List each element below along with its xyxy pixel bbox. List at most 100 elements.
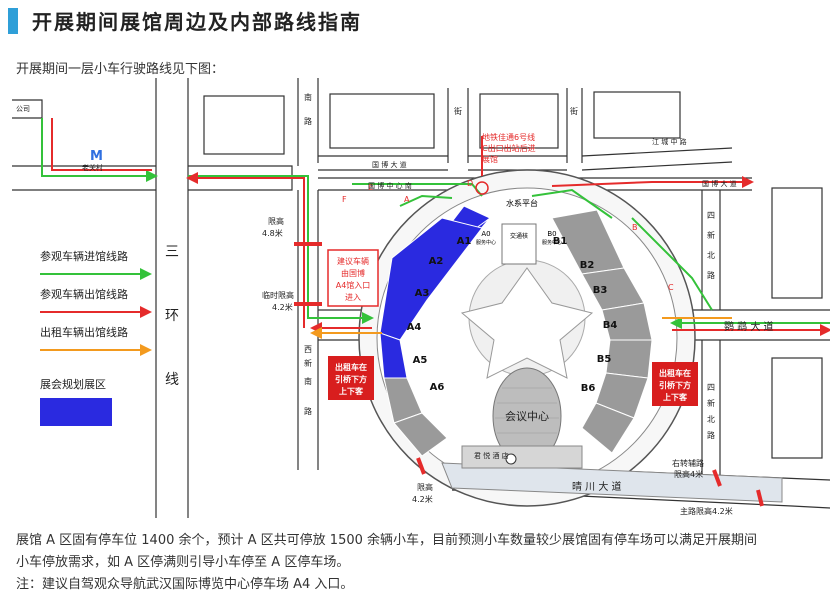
sixin-road-label: 路: [707, 430, 715, 440]
gate-letter: C: [668, 283, 674, 292]
sixin-road-label: 四: [707, 211, 715, 220]
footer-line: 小车停放需求，如 A 区停满则引导小车停至 A 区停车场。: [16, 555, 350, 570]
hotel-label: 君 悦 酒 店: [474, 451, 509, 460]
venue-route-map: 会议中心 A1 A2 A3 A4 A5 A6 B1 B2 B3 B4 B5 B6…: [12, 78, 832, 518]
qingchuan-road-label: 晴 川 大 道: [572, 480, 622, 493]
suggest-line: 由国博: [341, 268, 365, 278]
guobo-road-label: 国 博 大 道: [372, 160, 407, 169]
hall-label: A3: [415, 288, 430, 299]
intro-text: 开展期间一层小车行驶路线见下图：: [16, 62, 225, 77]
metro-letter: M: [90, 149, 103, 164]
traffic-core-label: 交通核: [510, 232, 528, 240]
hall-label: B1: [553, 236, 568, 247]
taxi-line: 出租车在: [659, 368, 691, 378]
entry-routes: [41, 118, 830, 329]
legend-taxi-label: 出租车辆出馆线路: [40, 325, 128, 339]
service-centers: 交通核 A0 服务中心 B0 服务中心: [476, 223, 562, 265]
map-svg: 会议中心 A1 A2 A3 A4 A5 A6 B1 B2 B3 B4 B5 B6…: [12, 78, 832, 518]
height-limit-text: 主路限高4.2米: [680, 506, 733, 516]
sixin-road-label: 新: [707, 398, 715, 408]
a0-label: A0: [481, 230, 490, 238]
guobo-right-label: 国 博 大 道: [702, 179, 737, 188]
xinan-road-label: 新: [304, 358, 312, 368]
sanhuan-label: 线: [165, 372, 179, 388]
metro-note: 地铁佳通6号线 C出口出站后进 展馆: [482, 132, 536, 164]
title-accent: [8, 7, 18, 34]
taxi-line: 上下客: [663, 392, 688, 402]
hall-a6: [393, 412, 448, 457]
sixin-road-label: 路: [707, 270, 715, 280]
sixin-road-label: 北: [707, 415, 715, 424]
b0-sub-label: 服务中心: [542, 239, 562, 246]
guobo-inner-label: 国 博 中 心 南: [368, 181, 412, 190]
sixin-road-label: 新: [707, 230, 715, 240]
hall-label: A6: [430, 382, 445, 393]
height-limit-text: 4.8米: [262, 228, 283, 238]
hotel-marker: [505, 453, 517, 465]
hotel-block: [461, 445, 583, 469]
nan-road-label: 路: [304, 116, 312, 126]
metro-icon: M: [90, 149, 103, 164]
taxi-line: 引桥下方: [335, 374, 367, 384]
suggest-line: 进入: [345, 293, 361, 302]
b0-label: B0: [547, 230, 556, 238]
water-terrace-label: 水系平台: [506, 198, 538, 208]
gate-letter: D: [467, 179, 473, 188]
sixin-road-label: 四: [707, 383, 715, 392]
yingwu-road-label: 鹦 鹉 大 道: [724, 320, 774, 333]
hall-label: B3: [593, 285, 608, 296]
hall-label: A4: [407, 322, 422, 333]
sanhuan-label: 三: [165, 244, 179, 260]
metro-note-line: 地铁佳通6号线: [482, 132, 535, 142]
conference-center-label: 会议中心: [505, 410, 549, 423]
company-label: 公司: [16, 105, 30, 113]
gate-letter: F: [342, 195, 347, 204]
hall-label: B2: [580, 260, 595, 271]
hall-label: B4: [603, 320, 618, 331]
hall-label: B6: [581, 383, 596, 394]
nan-road-label: 南: [304, 92, 312, 102]
road-labels: 三 环 线 西 新 南 路 南 路 街 街 江 城 中 路 国 博 大 道 国 …: [16, 92, 774, 493]
taxi-line: 上下客: [339, 386, 364, 396]
gate-letter: E: [368, 183, 373, 192]
jiangcheng-road-label: 江 城 中 路: [652, 137, 687, 146]
legend-entry-label: 参观车辆进馆线路: [40, 249, 128, 263]
qingchuan-road-band: [441, 462, 783, 503]
metro-exit-marker: [475, 181, 489, 195]
jie-label: 街: [570, 106, 578, 116]
suggest-box: 建议车辆 由国博 A4馆入口 进入: [327, 249, 379, 307]
legend-exhibit-label: 展会规划展区: [40, 377, 106, 391]
height-limit-text: 限高: [268, 216, 284, 226]
height-limit-text: 临时限高: [262, 290, 294, 300]
taxi-line: 引桥下方: [659, 380, 691, 390]
hall-label: A5: [413, 355, 428, 366]
exit-routes: [51, 118, 832, 336]
xinan-road-label: 南: [304, 376, 312, 386]
height-limit-text: 右转辅路: [672, 458, 704, 468]
taxi-box-right: 出租车在 引桥下方 上下客: [652, 362, 698, 406]
height-limit-text: 限高: [417, 482, 433, 492]
xinan-road-label: 路: [304, 406, 312, 416]
xinan-road-label: 西: [304, 345, 312, 354]
legend-exhibit-swatch: [40, 398, 112, 426]
legend-exit-label: 参观车辆出馆线路: [40, 287, 128, 301]
footer-note: 注：建议自驾观众导航武汉国际博览中心停车场 A4 入口。: [16, 577, 354, 592]
gate-letter: B: [632, 223, 638, 232]
height-limit-labels: 限高 4.8米 临时限高 4.2米 限高 4.2米 右转辅路 限高4米 主路限高…: [262, 216, 733, 516]
laoguancun-label: 老关村: [82, 163, 103, 172]
height-limit-bars: [294, 242, 764, 507]
height-limit-text: 4.2米: [272, 302, 293, 312]
sixin-road-label: 北: [707, 251, 715, 260]
gate-letters: A B C D E F: [342, 179, 674, 292]
hall-a-zone: [379, 205, 491, 457]
title-bar: 开展期间展馆周边及内部路线指南: [8, 6, 362, 35]
page-title: 开展期间展馆周边及内部路线指南: [32, 10, 362, 34]
hall-b-zone: [551, 209, 653, 454]
hall-label: B5: [597, 354, 612, 365]
taxi-box-left: 出租车在 引桥下方 上下客: [328, 356, 374, 400]
legend: 参观车辆进馆线路 参观车辆出馆线路 出租车辆出馆线路 展会规划展区: [40, 249, 152, 426]
a0-sub-label: 服务中心: [476, 239, 496, 246]
metro-note-line: 展馆: [482, 154, 498, 164]
hall-label: A1: [457, 236, 472, 247]
footer-line: 展馆 A 区固有停车位 1400 余个，预计 A 区共可停放 1500 余辆小车…: [16, 533, 758, 548]
